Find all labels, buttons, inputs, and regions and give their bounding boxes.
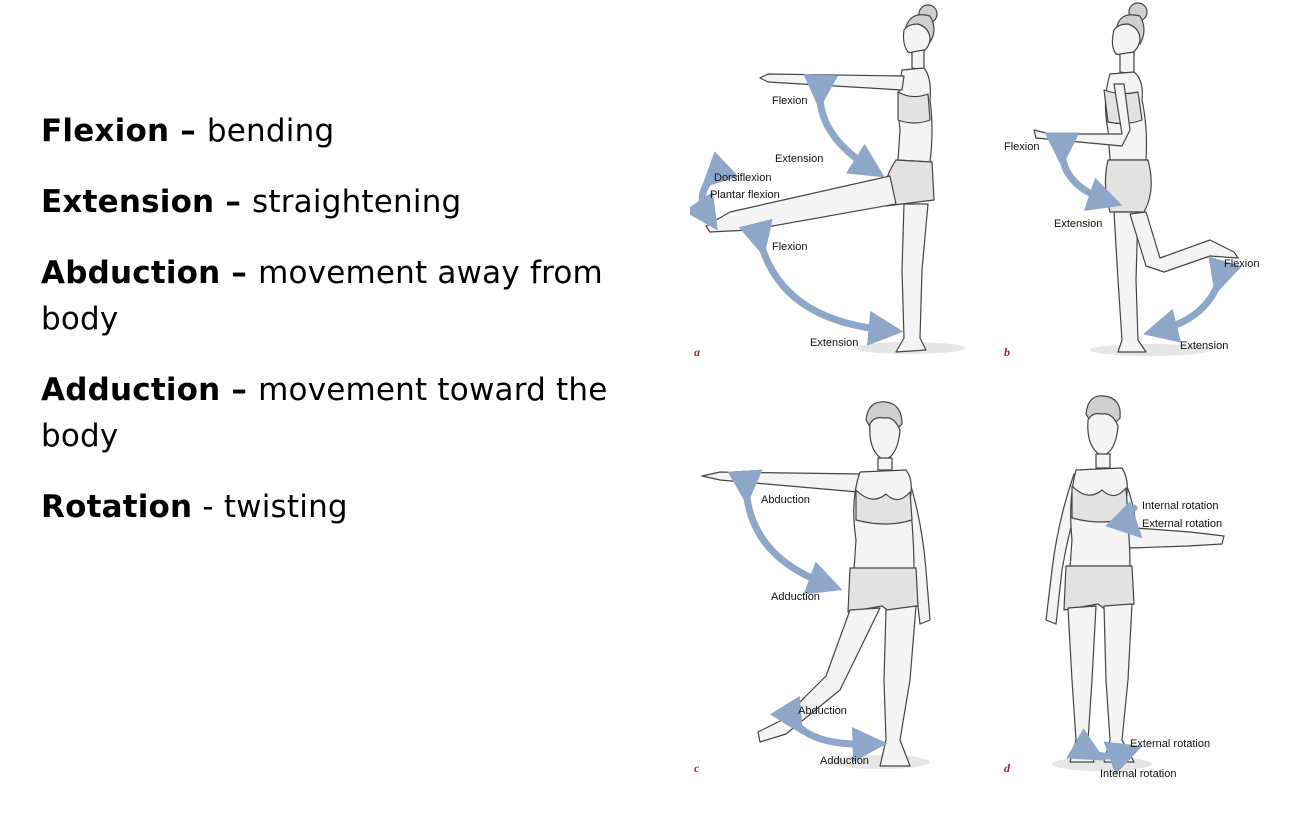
body-movements-figure: Flexion Extension Dorsiflexion Plantar f…: [690, 0, 1308, 820]
panel-letter-d: d: [1004, 761, 1011, 775]
ankle-flexion-arrow: [690, 151, 739, 231]
leg-rotation-arrow: [1066, 728, 1143, 775]
term-rotation: Rotation - twisting: [41, 489, 348, 525]
label-extension-knee: Extension: [1180, 340, 1228, 352]
label-flexion-knee: Flexion: [1224, 258, 1259, 270]
label-abduction-leg: Abduction: [798, 705, 847, 717]
label-external-rotation-leg: External rotation: [1130, 738, 1210, 750]
label-external-rotation-arm: External rotation: [1142, 518, 1222, 530]
label-flexion-arm-b: Flexion: [1004, 141, 1039, 153]
term-flexion: Flexion – bending: [41, 113, 335, 149]
panel-letter-c: c: [694, 761, 700, 775]
movement-terms-list: Flexion – bending Extension – straighten…: [41, 108, 616, 555]
panel-letter-a: a: [694, 345, 700, 359]
flexion-extension-arm-arrow-b: [1044, 132, 1123, 211]
panel-c: Abduction Adduction Abduction Adduction …: [694, 401, 931, 775]
panel-b: Flexion Extension Flexion Extension b: [1004, 2, 1259, 359]
label-extension-arm-b: Extension: [1054, 218, 1102, 230]
label-abduction-arm: Abduction: [761, 494, 810, 506]
label-extension-leg-a: Extension: [810, 337, 858, 349]
label-internal-rotation-arm: Internal rotation: [1142, 500, 1218, 512]
arm-rotation-arrow: [1105, 501, 1143, 539]
figure-d-woman: [1045, 395, 1225, 763]
panel-letter-b: b: [1004, 345, 1010, 359]
label-flexion-arm-a: Flexion: [772, 95, 807, 107]
label-internal-rotation-leg: Internal rotation: [1100, 768, 1176, 780]
term-abduction: Abduction – movement away from body: [41, 255, 603, 337]
label-plantar-flexion: Plantar flexion: [710, 189, 780, 201]
body-movements-illustration: Flexion Extension Dorsiflexion Plantar f…: [690, 2, 1259, 780]
term-adduction: Adduction – movement toward the body: [41, 372, 608, 454]
figure-a-woman: [705, 4, 938, 353]
arm-abduction-arrow: [727, 469, 843, 595]
hip-flexion-arrow: [738, 218, 904, 346]
term-extension: Extension – straightening: [41, 184, 462, 220]
label-flexion-leg-a: Flexion: [772, 241, 807, 253]
label-adduction-arm: Adduction: [771, 591, 820, 603]
flexion-extension-arm-arrow-a: [803, 73, 885, 178]
leg-abduction-arrow: [769, 695, 888, 763]
label-extension-arm-a: Extension: [775, 153, 823, 165]
panel-d: Internal rotation External rotation Exte…: [1004, 395, 1225, 780]
label-adduction-leg: Adduction: [820, 755, 869, 767]
knee-flexion-arrow: [1143, 256, 1242, 343]
panel-a: Flexion Extension Dorsiflexion Plantar f…: [690, 4, 965, 359]
label-dorsiflexion: Dorsiflexion: [714, 172, 771, 184]
